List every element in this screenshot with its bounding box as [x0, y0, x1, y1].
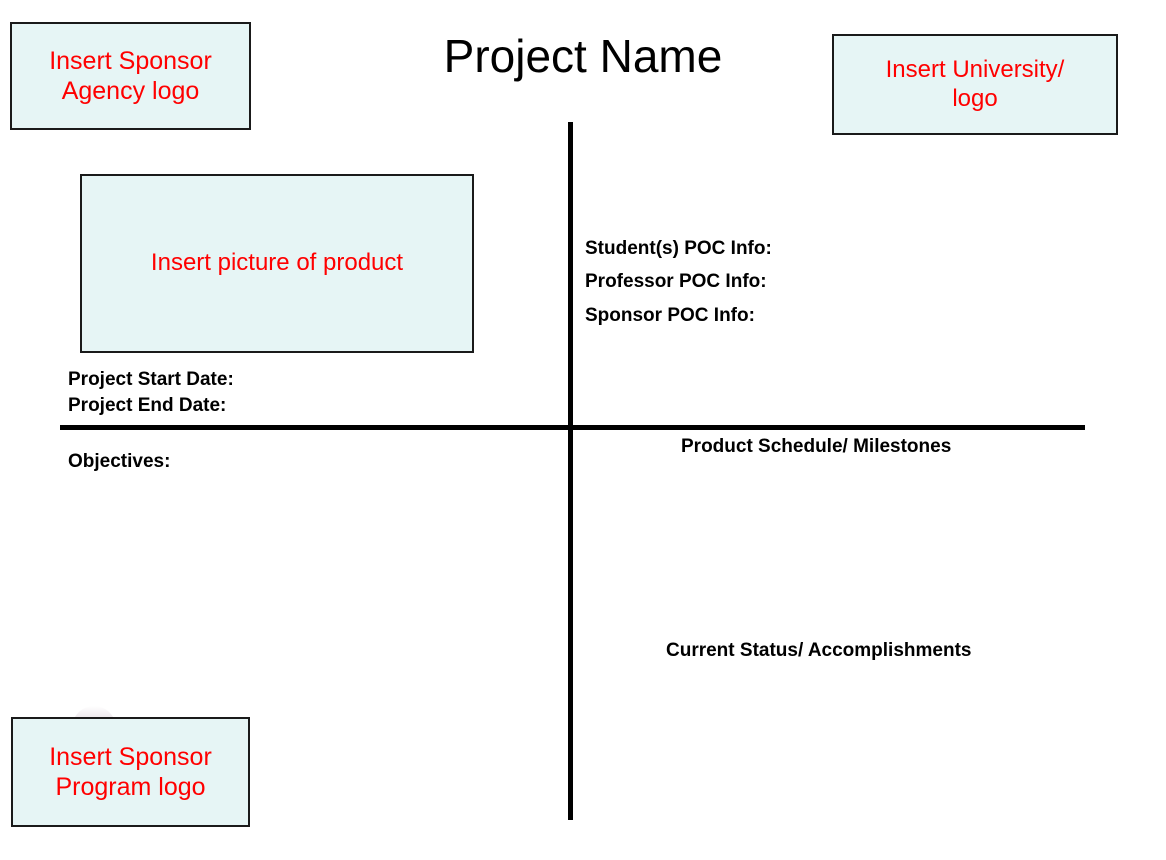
professor-poc-label: Professor POC Info: [585, 271, 767, 292]
current-status-heading: Current Status/ Accomplishments [666, 640, 972, 661]
sponsor-poc-label: Sponsor POC Info: [585, 305, 755, 326]
sponsor-program-logo-placeholder[interactable]: Insert Sponsor Program logo [11, 717, 250, 827]
horizontal-divider [60, 425, 1085, 430]
product-picture-placeholder[interactable]: Insert picture of product [80, 174, 474, 353]
sponsor-agency-logo-label: Insert Sponsor Agency logo [49, 47, 212, 105]
product-picture-label: Insert picture of product [150, 249, 404, 277]
project-end-date-label: Project End Date: [68, 395, 227, 416]
vertical-divider [568, 122, 573, 820]
project-start-date-label: Project Start Date: [68, 369, 234, 390]
product-schedule-heading: Product Schedule/ Milestones [681, 436, 952, 457]
university-logo-placeholder[interactable]: Insert University/ logo [832, 34, 1118, 135]
sponsor-agency-logo-placeholder[interactable]: Insert Sponsor Agency logo [10, 22, 251, 130]
sponsor-program-logo-label: Insert Sponsor Program logo [49, 743, 212, 801]
student-poc-label: Student(s) POC Info: [585, 238, 772, 259]
university-logo-label: Insert University/ logo [885, 55, 1065, 112]
objectives-heading: Objectives: [68, 451, 171, 472]
page-title: Project Name [443, 30, 723, 82]
